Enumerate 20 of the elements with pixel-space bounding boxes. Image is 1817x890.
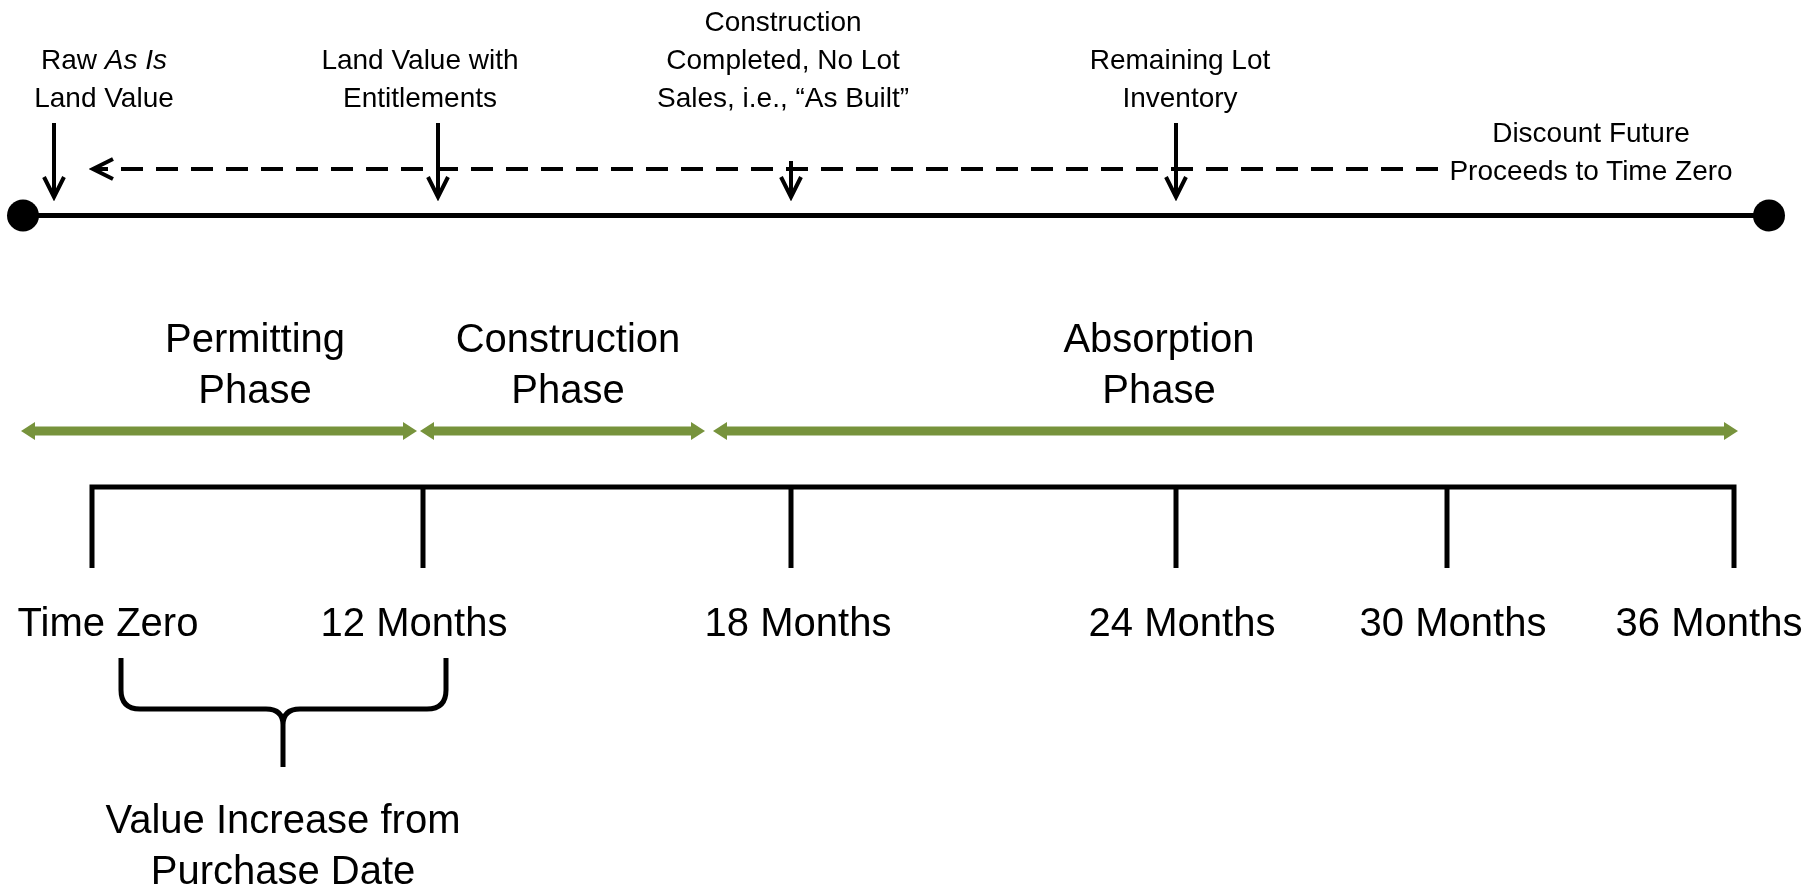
annotation-text: Discount Future Proceeds to Time Zero: [1438, 114, 1744, 190]
note-text: Value Increase from Purchase Date: [104, 796, 462, 890]
phase-label: Absorption Phase: [1044, 313, 1274, 415]
annotation-text: Construction Completed, No Lot Sales, i.e., “As Built”: [633, 3, 933, 117]
annotation-text: Raw As Is Land Value: [14, 41, 194, 117]
phase-label: Permitting Phase: [125, 313, 385, 415]
phase-label: Construction Phase: [430, 313, 706, 415]
tick-label: 18 Months: [703, 599, 893, 646]
tick-label: Time Zero: [16, 599, 200, 646]
tick-label: 24 Months: [1087, 599, 1277, 646]
arrow: [779, 161, 803, 199]
arrow: [1164, 123, 1188, 199]
arrow: [42, 123, 66, 199]
annotation-text: Remaining Lot Inventory: [1050, 41, 1310, 117]
dashed-arrow: [91, 157, 1438, 181]
tick-label: 36 Months: [1614, 599, 1804, 646]
arrow: [426, 123, 450, 199]
annotation-text: Land Value with Entitlements: [300, 41, 540, 117]
tick-label: 30 Months: [1358, 599, 1548, 646]
tick-label: 12 Months: [319, 599, 509, 646]
